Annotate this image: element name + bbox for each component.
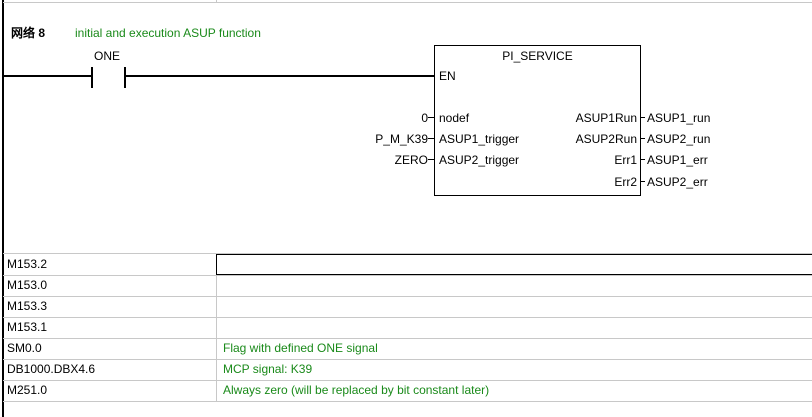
- pin-asup1-trigger: ASUP1_trigger: [439, 132, 520, 146]
- symbol-comment: Always zero (will be replaced by bit con…: [223, 383, 490, 397]
- output-asup1-err[interactable]: ASUP1_err: [647, 153, 708, 167]
- network-label: 网络 8: [11, 26, 46, 40]
- network-comment[interactable]: initial and execution ASUP function: [75, 26, 261, 40]
- pin-nodef: nodef: [439, 111, 470, 125]
- rung-wire: [3, 75, 92, 77]
- table-row[interactable]: M153.3: [3, 296, 812, 318]
- wire: [428, 117, 434, 118]
- wire: [428, 159, 434, 160]
- table-row[interactable]: M153.2: [3, 254, 812, 276]
- symbol-address: M153.2: [7, 257, 48, 271]
- table-row[interactable]: M153.0: [3, 275, 812, 297]
- table-row[interactable]: SM0.0 Flag with defined ONE signal: [3, 338, 812, 360]
- wire: [640, 138, 645, 139]
- symbol-address: M153.1: [7, 320, 48, 334]
- wire: [640, 181, 645, 182]
- output-asup2-run[interactable]: ASUP2_run: [647, 132, 711, 146]
- symbol-address: M251.0: [7, 383, 48, 397]
- table-row[interactable]: DB1000.DBX4.6 MCP signal: K39: [3, 359, 812, 381]
- symbol-address: M153.0: [7, 278, 48, 292]
- block-title: PI_SERVICE: [502, 49, 573, 63]
- wire: [428, 138, 434, 139]
- pin-asup1run: ASUP1Run: [575, 111, 637, 125]
- symbol-address: SM0.0: [7, 341, 42, 355]
- input-nodef-value[interactable]: 0: [421, 111, 428, 125]
- output-asup1-run[interactable]: ASUP1_run: [647, 111, 711, 125]
- top-border: [3, 2, 812, 3]
- symbol-comment: MCP signal: K39: [223, 362, 313, 376]
- input-asup2-trigger-value[interactable]: ZERO: [394, 153, 428, 167]
- rung-wire: [126, 75, 435, 77]
- wire: [640, 159, 645, 160]
- power-rail: [2, 0, 4, 417]
- contact-label: ONE: [94, 49, 121, 63]
- comment-edit-box[interactable]: [216, 254, 812, 275]
- table-row[interactable]: M251.0 Always zero (will be replaced by b…: [3, 380, 812, 402]
- output-asup2-err[interactable]: ASUP2_err: [647, 175, 708, 189]
- table-row[interactable]: M153.1: [3, 317, 812, 339]
- pin-err1: Err1: [614, 153, 637, 167]
- top-separator: [216, 0, 217, 3]
- pin-asup2run: ASUP2Run: [575, 132, 637, 146]
- pi-service-block[interactable]: PI_SERVICE EN nodef ASUP1_trigger ASUP2_…: [434, 45, 641, 196]
- wire: [640, 117, 645, 118]
- symbol-address: M153.3: [7, 299, 48, 313]
- input-asup1-trigger-value[interactable]: P_M_K39: [375, 132, 428, 146]
- pin-err2: Err2: [614, 175, 637, 189]
- symbol-table: M153.2 M153.0 M153.3 M153.1 SM0.0 Flag wi…: [0, 253, 812, 403]
- symbol-address: DB1000.DBX4.6: [7, 362, 96, 376]
- pin-asup2-trigger: ASUP2_trigger: [439, 153, 520, 167]
- normally-open-contact[interactable]: [91, 67, 126, 88]
- pin-en: EN: [439, 69, 456, 83]
- symbol-comment: Flag with defined ONE signal: [223, 341, 378, 355]
